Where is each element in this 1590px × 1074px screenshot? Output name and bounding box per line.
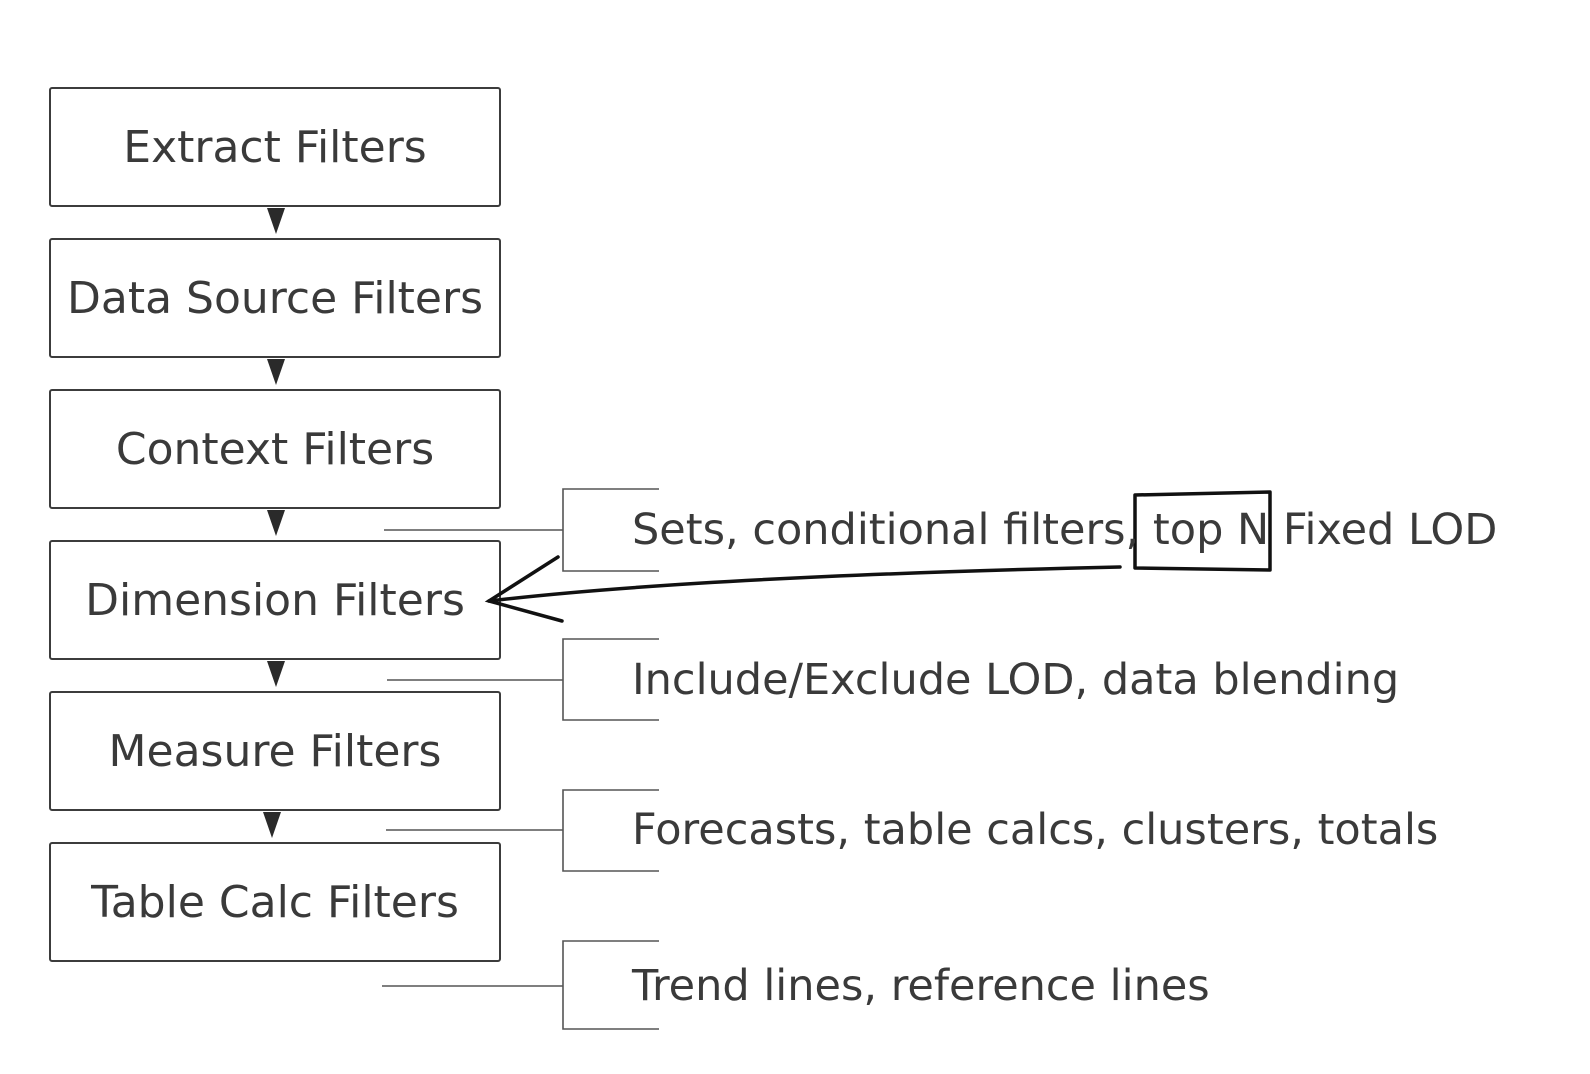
bracket <box>562 488 659 572</box>
step-measure-filters: Measure Filters <box>49 691 501 811</box>
note-include-exclude: Include/Exclude LOD, data blending <box>632 655 1400 705</box>
step-label: Extract Filters <box>123 121 427 173</box>
highlight-box <box>1133 490 1272 572</box>
bracket <box>562 638 659 721</box>
step-label: Dimension Filters <box>85 574 465 626</box>
annotation-arrow <box>484 555 1122 623</box>
highlight-top-n: top N <box>1152 505 1270 555</box>
down-arrow-icon <box>263 812 281 838</box>
step-data-source-filters: Data Source Filters <box>49 238 501 358</box>
flow-arrows <box>263 208 285 838</box>
step-context-filters: Context Filters <box>49 389 501 509</box>
step-label: Data Source Filters <box>66 272 484 324</box>
down-arrow-icon <box>267 359 285 385</box>
bracket <box>562 940 659 1030</box>
step-label: Table Calc Filters <box>91 876 459 928</box>
step-label: Context Filters <box>115 423 435 475</box>
down-arrow-icon <box>267 661 285 687</box>
down-arrow-icon <box>267 510 285 536</box>
arrow-head-icon <box>484 555 564 623</box>
step-label: Measure Filters <box>108 725 442 777</box>
step-dimension-filters: Dimension Filters <box>49 540 501 660</box>
note-sets: Sets, conditional filters, top N Fixed L… <box>632 505 1498 555</box>
note-trend-lines: Trend lines, reference lines <box>632 961 1210 1011</box>
down-arrow-icon <box>267 208 285 234</box>
step-table-calc-filters: Table Calc Filters <box>49 842 501 962</box>
step-extract-filters: Extract Filters <box>49 87 501 207</box>
note-forecasts: Forecasts, table calcs, clusters, totals <box>632 805 1439 855</box>
bracket <box>562 789 659 872</box>
